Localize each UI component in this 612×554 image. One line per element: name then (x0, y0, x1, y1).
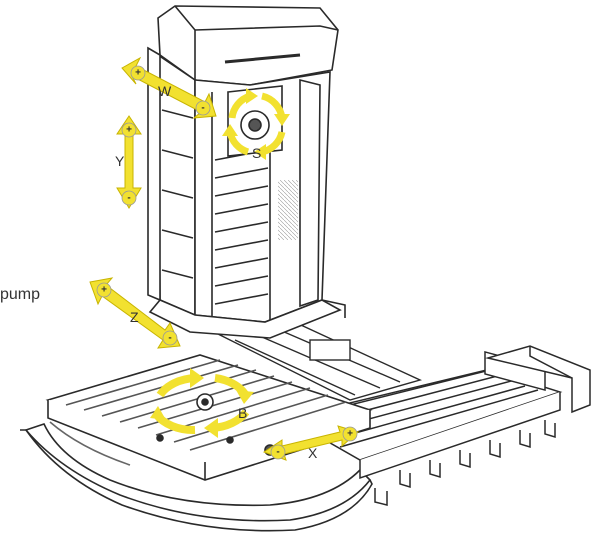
side-text: pump (0, 286, 41, 303)
s-axis-label: S (252, 145, 261, 161)
z-axis-rails (217, 319, 423, 401)
w-plus-sign: + (135, 68, 141, 79)
z-plus-sign: + (101, 285, 107, 296)
pallet-table (45, 354, 373, 481)
y-plus-sign: + (126, 125, 132, 136)
x-axis-arrow: - + X (262, 425, 360, 461)
x-plus-sign: + (347, 429, 353, 440)
machine-column (147, 5, 346, 339)
y-minus-sign: - (127, 193, 130, 204)
b-rotation-arrow: B (150, 368, 254, 438)
w-axis-label: W (158, 83, 172, 99)
z-axis-label: Z (130, 309, 139, 325)
s-rotation-arrow: S (222, 88, 290, 161)
z-axis-arrow: + - Z (89, 277, 181, 349)
w-axis-arrow: + - W (121, 56, 217, 119)
y-axis-label: Y (115, 153, 125, 169)
x-minus-sign: - (276, 447, 279, 458)
axis-indicators: + - W + - Y S (89, 56, 360, 461)
b-axis-label: B (238, 405, 247, 421)
w-minus-sign: - (201, 103, 204, 114)
y-axis-arrow: + - Y (115, 115, 142, 209)
z-minus-sign: - (168, 333, 171, 344)
x-axis-rail-bed (288, 345, 591, 506)
x-axis-label: X (308, 445, 318, 461)
